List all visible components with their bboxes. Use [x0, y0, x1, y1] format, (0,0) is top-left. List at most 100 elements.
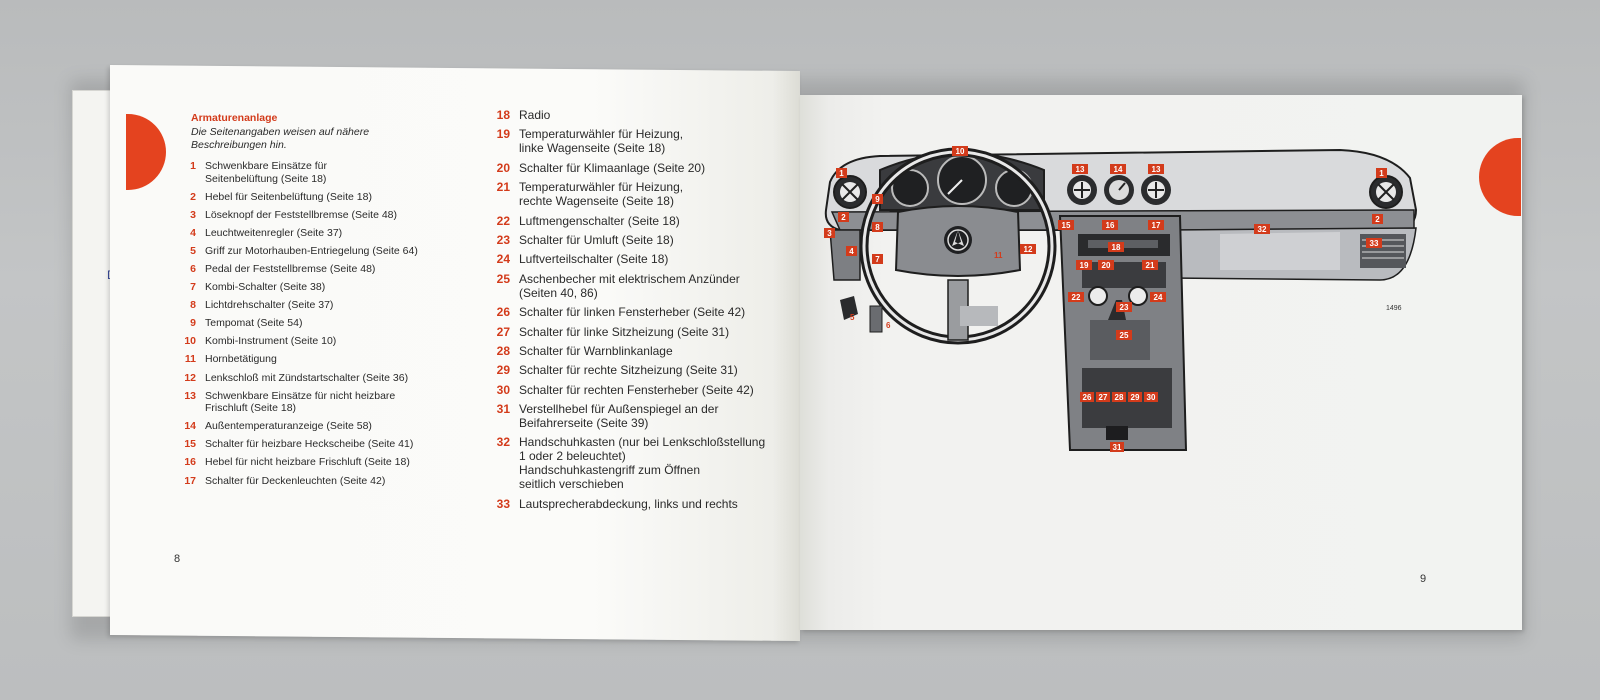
section-heading: Armaturenanlage	[191, 112, 278, 124]
legend-item-text: Handschuhkasten (nur bei Lenkschloßstell…	[519, 435, 766, 492]
callout-group: 1 2 3 4 5 6 7 8 9 10 11 12 13 14 13 1 2 …	[824, 146, 1387, 452]
legend-item-number: 20	[496, 160, 510, 175]
svg-text:21: 21	[1146, 261, 1155, 270]
legend-item-text: Luftverteilschalter (Seite 18)	[519, 252, 669, 267]
legend-item-text: Außentemperaturanzeige (Seite 58)	[205, 420, 372, 433]
legend-item-number: 5	[190, 244, 196, 257]
knob-22	[1088, 286, 1108, 306]
svg-text:27: 27	[1099, 393, 1108, 402]
legend-item-text: Radio	[519, 108, 551, 122]
legend-item: 32 Handschuhkasten (nur bei Lenkschloßste…	[488, 435, 783, 491]
legend-item-text: Schalter für Warnblinkanlage	[519, 343, 673, 358]
legend-item-number: 4	[190, 226, 196, 239]
callout-24: 24	[1150, 292, 1166, 302]
legend-item-number: 14	[184, 420, 196, 433]
legend-item-text: Temperaturwähler für Heizung, linke Wage…	[519, 127, 684, 156]
svg-text:24: 24	[1154, 293, 1163, 302]
svg-text:4: 4	[849, 247, 854, 256]
legend-item-number: 11	[184, 353, 196, 366]
vent-center-left	[1067, 175, 1097, 205]
callout-12: 12	[1020, 244, 1036, 254]
legend-item-number: 32	[496, 435, 510, 450]
callout-25: 25	[1116, 330, 1132, 340]
svg-text:15: 15	[1062, 221, 1071, 230]
vent-center-right	[1141, 175, 1171, 205]
legend-item-number: 16	[184, 456, 196, 469]
legend-item: 31 Verstellhebel für Außenspiegel an der …	[488, 402, 783, 430]
svg-text:2: 2	[1375, 215, 1380, 224]
speedometer-needle	[947, 179, 963, 195]
svg-text:25: 25	[1120, 331, 1129, 340]
svg-text:11: 11	[994, 251, 1003, 260]
legend-item-number: 12	[184, 371, 196, 384]
dashboard-diagram: 1 2 3 4 5 6 7 8 9 10 11 12 13 14 13 1 2 …	[824, 146, 1418, 452]
legend-item-number: 33	[496, 496, 510, 511]
callout-22: 22	[1068, 292, 1084, 302]
legend-item-number: 24	[496, 252, 510, 267]
svg-text:32: 32	[1258, 225, 1267, 234]
legend-item-number: 17	[184, 474, 196, 487]
callout-21: 21	[1142, 260, 1158, 270]
legend-item-number: 29	[496, 363, 510, 378]
svg-text:5: 5	[850, 313, 855, 322]
legend-item-text: Leuchtweitenregler (Seite 37)	[205, 226, 343, 239]
legend-item-number: 10	[184, 335, 196, 348]
mirror-adjuster	[1106, 426, 1128, 440]
legend-item-number: 6	[190, 262, 196, 275]
svg-text:3: 3	[827, 229, 832, 238]
floor-pedal	[960, 306, 998, 326]
switch-panel	[1082, 368, 1172, 428]
svg-text:7: 7	[875, 255, 880, 264]
callout-13-right: 13	[1148, 164, 1164, 174]
callout-3: 3	[824, 228, 835, 238]
legend-item-number: 31	[496, 402, 510, 417]
svg-text:13: 13	[1076, 165, 1085, 174]
svg-text:14: 14	[1114, 165, 1123, 174]
callout-15: 15	[1058, 220, 1074, 230]
callout-20: 20	[1098, 260, 1114, 270]
svg-text:17: 17	[1152, 221, 1161, 230]
legend-item-text: Lichtdrehschalter (Seite 37)	[205, 299, 334, 312]
callout-17: 17	[1148, 220, 1164, 230]
legend-item: 5 Griff zur Motorhauben-Entriegelung (Sei…	[178, 245, 468, 258]
callout-7: 7	[872, 254, 883, 264]
legend-item-number: 26	[496, 305, 510, 320]
callout-27: 27	[1096, 392, 1110, 402]
callout-26: 26	[1080, 392, 1094, 402]
legend-item-text: Hornbetätigung	[205, 353, 277, 366]
svg-text:10: 10	[956, 147, 965, 156]
legend-item-text: Schwenkbare Einsätze für Seitenbelüftung…	[205, 160, 327, 185]
svg-text:28: 28	[1115, 393, 1124, 402]
legend-item-number: 3	[190, 208, 196, 221]
legend-item-text: Schalter für rechte Sitzheizung (Seite 3…	[519, 363, 738, 378]
svg-text:8: 8	[875, 223, 880, 232]
legend-item: 14 Außentemperaturanzeige (Seite 58)	[178, 420, 468, 433]
legend-item-number: 8	[190, 299, 196, 312]
mercedes-star	[952, 230, 964, 246]
outside-temp-gauge	[1104, 175, 1134, 205]
hood-release-handle	[840, 296, 858, 320]
legend-item-number: 27	[496, 324, 510, 339]
legend-item-text: Verstellhebel für Außenspiegel an der Be…	[519, 402, 719, 431]
page-number-left: 8	[174, 553, 181, 565]
legend-item-number: 28	[496, 343, 510, 358]
callout-31: 31	[1110, 442, 1124, 452]
callout-10: 10	[952, 146, 968, 156]
legend-item: 11 Hornbetätigung	[178, 353, 468, 366]
callout-4: 4	[846, 246, 857, 256]
knob-24	[1128, 286, 1148, 306]
legend-item: 29 Schalter für rechte Sitzheizung (Seite…	[488, 363, 783, 377]
legend-item-number: 2	[190, 190, 196, 203]
legend-item-text: Griff zur Motorhauben-Entriegelung (Seit…	[205, 244, 418, 257]
